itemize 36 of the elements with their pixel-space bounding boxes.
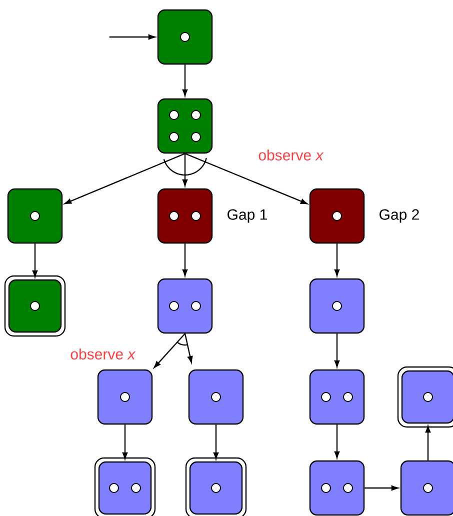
- final-state-box: [4, 275, 66, 337]
- arrow: [182, 154, 188, 186]
- state-box: [400, 460, 453, 516]
- arrow: [109, 34, 156, 40]
- arrow: [32, 244, 38, 278]
- arrow: [154, 333, 186, 368]
- final-state-box: [185, 457, 247, 516]
- state-box: [309, 460, 365, 516]
- arrow: [64, 153, 186, 204]
- arrow: [334, 424, 340, 458]
- final-state-box: [397, 366, 453, 428]
- state-box: [97, 369, 153, 425]
- state-box: [309, 278, 365, 334]
- arrow: [182, 64, 188, 96]
- state-box: [7, 188, 63, 244]
- node-label: Gap 2: [380, 209, 419, 223]
- arrow: [184, 153, 308, 204]
- node-label: Gap 1: [228, 209, 267, 223]
- arrow: [122, 424, 128, 460]
- arrow: [334, 334, 340, 368]
- state-box: Gap 1: [157, 188, 267, 244]
- state-box: [157, 278, 213, 334]
- state-box: [188, 369, 244, 425]
- state-box: Gap 2: [309, 188, 419, 244]
- arrow: [364, 485, 398, 491]
- arrow: [182, 244, 188, 276]
- arrow: [425, 426, 431, 460]
- arrow: [184, 333, 193, 363]
- arrow: [334, 244, 340, 276]
- final-state-box: [94, 457, 156, 516]
- observation-label: observe x: [70, 348, 136, 360]
- state-box: [309, 369, 365, 425]
- state-box: [157, 9, 213, 65]
- state-box: [157, 98, 213, 154]
- observation-label: observe x: [258, 150, 324, 160]
- arrow: [213, 424, 219, 460]
